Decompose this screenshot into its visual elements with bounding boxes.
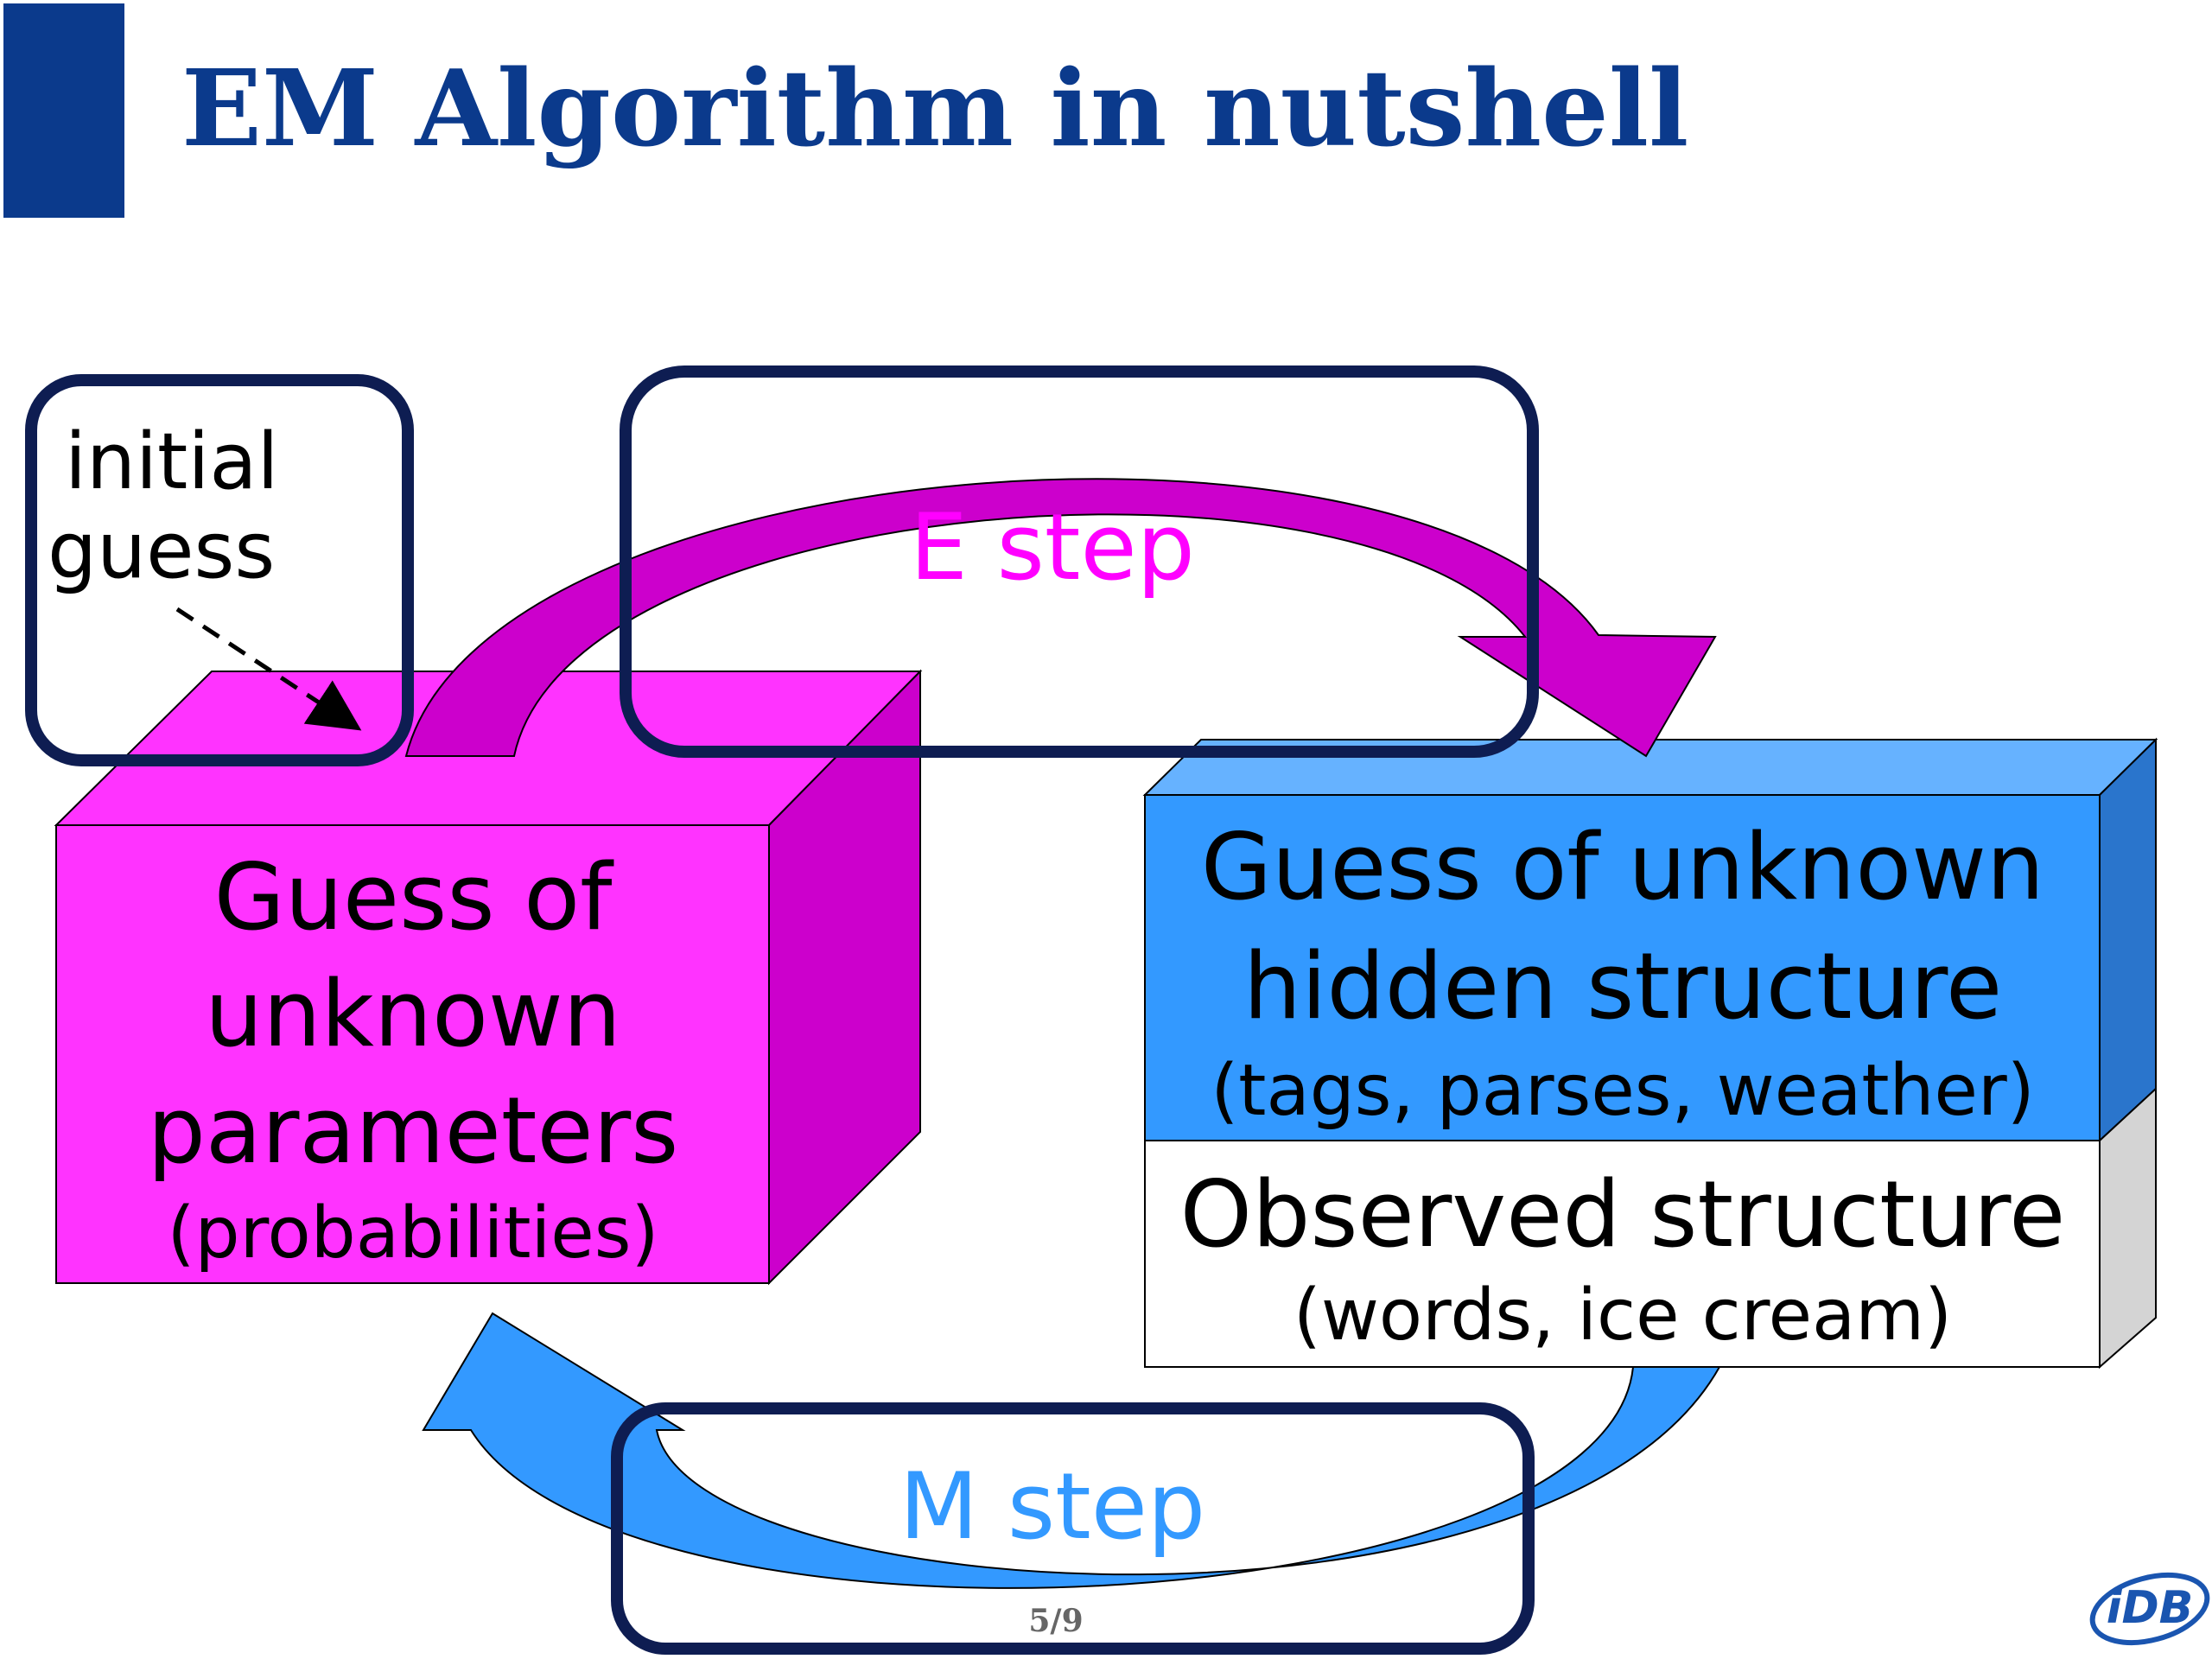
m-step-arrow: [422, 1312, 1721, 1589]
m-step-frame: [611, 1402, 1535, 1655]
title-accent-bar: [3, 3, 124, 218]
slide-title: EM Algorithm in nutshell: [181, 46, 1688, 170]
parameters-text-line4: (probabilities): [168, 1192, 659, 1274]
parameters-text-line3: parameters: [148, 1077, 679, 1184]
initial-guess-callout: [25, 374, 414, 766]
page-number: 5/9: [1028, 1603, 1083, 1639]
e-step-frame: [620, 365, 1539, 758]
hidden-structure-panel: [1144, 794, 2101, 1141]
initial-guess-line1: initial: [65, 416, 279, 507]
parameters-text-line2: unknown: [205, 961, 621, 1067]
observed-structure-line2: (words, ice cream): [1294, 1274, 1952, 1357]
hidden-structure-line3: (tags, parses, weather): [1211, 1050, 2034, 1132]
parameters-box: Guess of unknown parameters (probabiliti…: [54, 669, 923, 1286]
observed-structure-line1: Observed structure: [1180, 1161, 2066, 1268]
dashed-arrow-icon: [175, 607, 362, 731]
observed-structure-panel: [1144, 1140, 2101, 1368]
structure-box-side-blue: [2099, 737, 2157, 1143]
e-step-label: E step: [910, 494, 1195, 601]
hidden-structure-line2: hidden structure: [1243, 933, 2002, 1039]
parameters-text-line1: Guess of: [214, 844, 615, 950]
hidden-structure-line1: Guess of unknown: [1201, 814, 2044, 920]
structure-box: Guess of unknown hidden structure (tags,…: [1142, 737, 2158, 1370]
logo-text: iDB: [2107, 1582, 2194, 1634]
parameters-box-front: [55, 824, 770, 1284]
idb-logo-icon: iDB: [2089, 1573, 2210, 1645]
initial-guess-line2: guess: [48, 505, 275, 596]
m-step-label: M step: [899, 1453, 1205, 1560]
e-step-arrow: [404, 478, 1717, 758]
